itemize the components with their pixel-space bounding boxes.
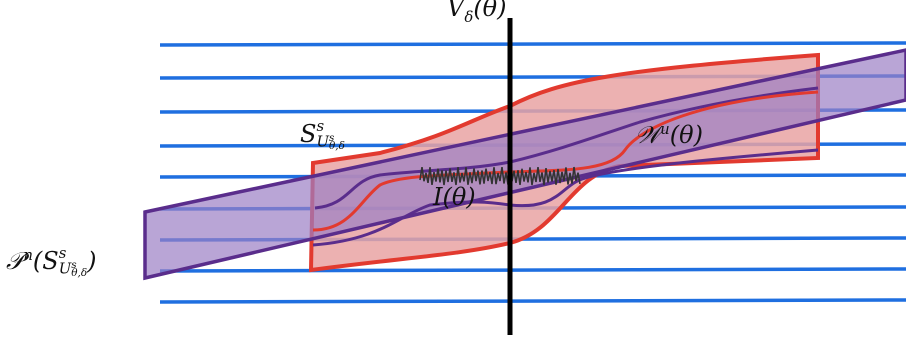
- horizontal-line: [159, 267, 906, 273]
- horizontal-line: [159, 298, 906, 304]
- label-i-theta: I(θ): [433, 183, 476, 211]
- i-theta-scribble: [419, 166, 581, 186]
- scribble-stroke: [419, 166, 581, 186]
- label-wu-theta: 𝒲u(θ): [635, 120, 703, 149]
- lower-purple-curve: [312, 148, 819, 247]
- horizontal-line: [159, 41, 906, 47]
- purple-band-pn: [143, 48, 906, 281]
- wu-curve: [314, 86, 819, 210]
- label-v-delta: Vδ(θ): [447, 0, 507, 26]
